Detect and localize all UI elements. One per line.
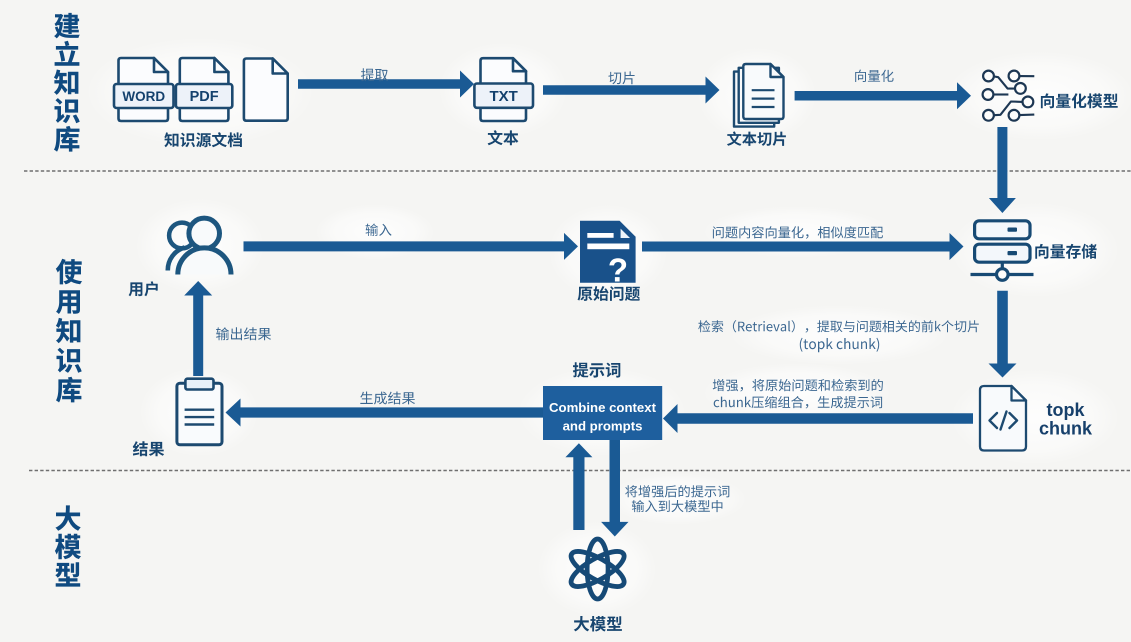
- svg-text:Combine context: Combine context: [549, 400, 657, 415]
- svg-text:TXT: TXT: [490, 88, 518, 105]
- svg-text:topk: topk: [1047, 400, 1086, 420]
- svg-text:and prompts: and prompts: [563, 419, 643, 434]
- svg-text:?: ?: [608, 252, 628, 289]
- svg-text:WORD: WORD: [122, 89, 165, 104]
- svg-text:PDF: PDF: [190, 89, 219, 105]
- svg-text:chunk: chunk: [1039, 419, 1093, 439]
